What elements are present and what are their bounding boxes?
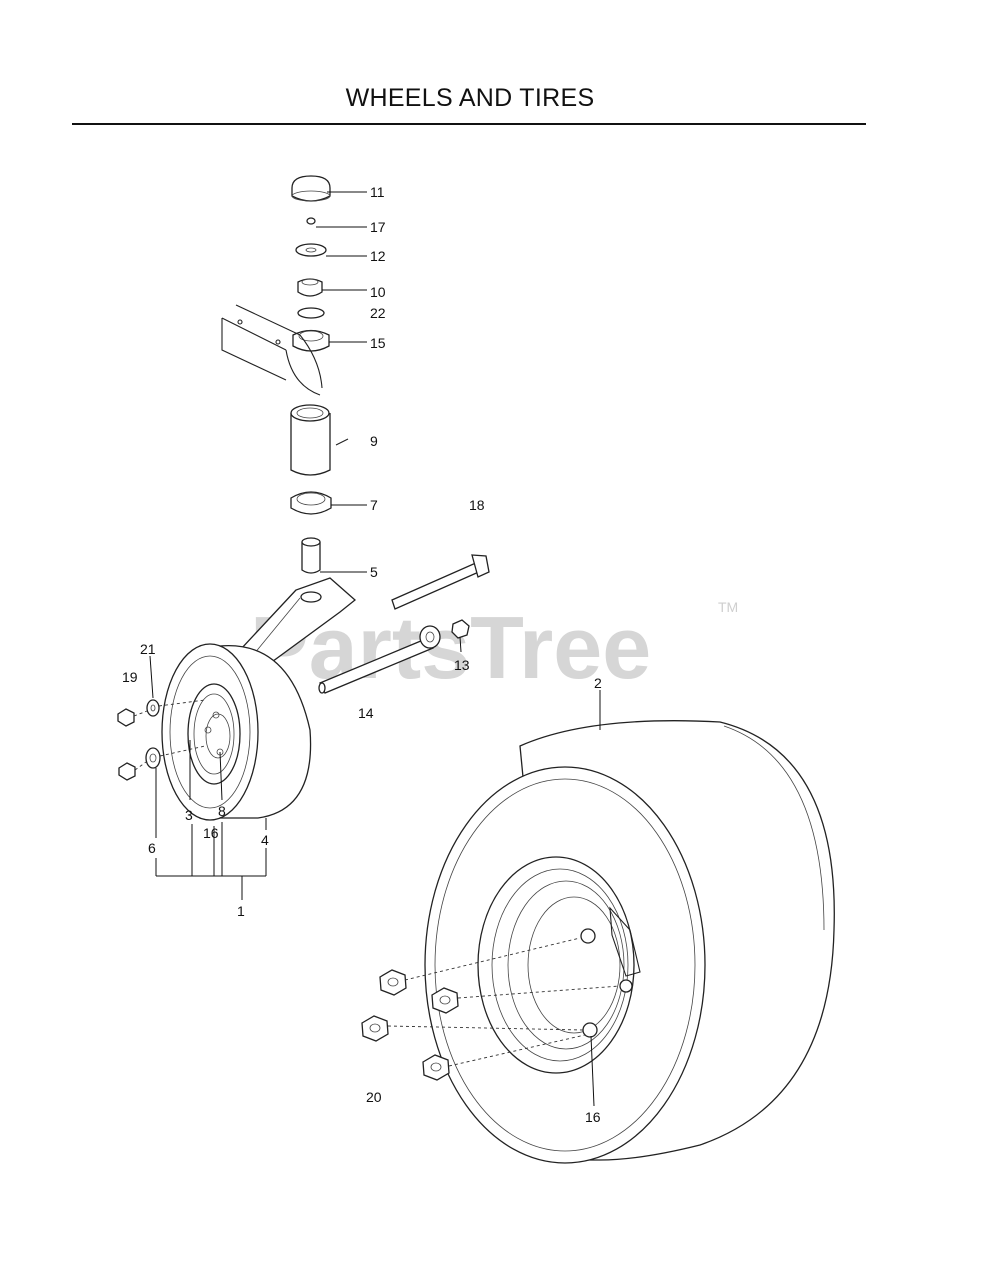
dust-cap-part-11[interactable]	[291, 175, 331, 202]
leader-lines	[149, 191, 601, 1107]
callout-9: 9	[370, 433, 378, 449]
callout-2: 2	[594, 675, 602, 691]
page-title: WHEELS AND TIRES	[345, 84, 595, 112]
lug-nut-part-20-c[interactable]	[361, 1015, 389, 1042]
callout-6: 6	[148, 840, 156, 856]
lug-nut-part-20-b[interactable]	[431, 987, 459, 1014]
grease-fitting-part-17[interactable]	[306, 217, 316, 225]
bearing-part-15[interactable]	[292, 329, 330, 352]
callout-1: 1	[237, 903, 245, 919]
washer-part-12[interactable]	[295, 243, 327, 257]
frame-arm	[221, 304, 323, 396]
washer-part-6[interactable]	[145, 747, 161, 769]
callout-5: 5	[370, 564, 378, 580]
callout-3: 3	[185, 807, 193, 823]
lug-nut-part-20-d[interactable]	[422, 1054, 450, 1081]
callout-16-wheel: 16	[585, 1109, 601, 1125]
spacer-part-5[interactable]	[301, 537, 321, 574]
callout-19: 19	[122, 669, 138, 685]
caster-tube-part-9[interactable]	[290, 404, 349, 476]
callout-18: 18	[469, 497, 485, 513]
callout-13: 13	[454, 657, 470, 673]
callout-7: 7	[370, 497, 378, 513]
washer-part-21[interactable]	[146, 699, 160, 717]
spacer-bushing[interactable]	[419, 625, 441, 649]
callout-10: 10	[370, 284, 386, 300]
callout-16-caster: 16	[203, 825, 219, 841]
bolt-part-19[interactable]	[117, 708, 135, 727]
lug-nut-part-20-a[interactable]	[379, 969, 407, 996]
callout-20: 20	[366, 1089, 382, 1105]
axle-bolt-part-18[interactable]	[391, 554, 490, 610]
bearing-part-7[interactable]	[290, 491, 332, 515]
callout-21: 21	[140, 641, 156, 657]
callout-15: 15	[370, 335, 386, 351]
rear-wheel-part-2[interactable]	[424, 720, 835, 1164]
callout-17: 17	[370, 219, 386, 235]
callout-12: 12	[370, 248, 386, 264]
lock-nut-part-10[interactable]	[297, 278, 323, 297]
callout-11: 11	[370, 184, 385, 200]
title-rule	[72, 123, 866, 125]
nut-left-lower[interactable]	[118, 762, 136, 781]
caster-wheel-assembly-part-1[interactable]	[161, 643, 312, 821]
watermark-trademark: TM	[718, 599, 738, 615]
callout-4: 4	[261, 832, 269, 848]
callout-22: 22	[370, 305, 386, 321]
callout-14: 14	[358, 705, 374, 721]
seal-part-22[interactable]	[297, 307, 325, 319]
callout-8: 8	[218, 803, 226, 819]
nut-part-13[interactable]	[451, 619, 470, 639]
